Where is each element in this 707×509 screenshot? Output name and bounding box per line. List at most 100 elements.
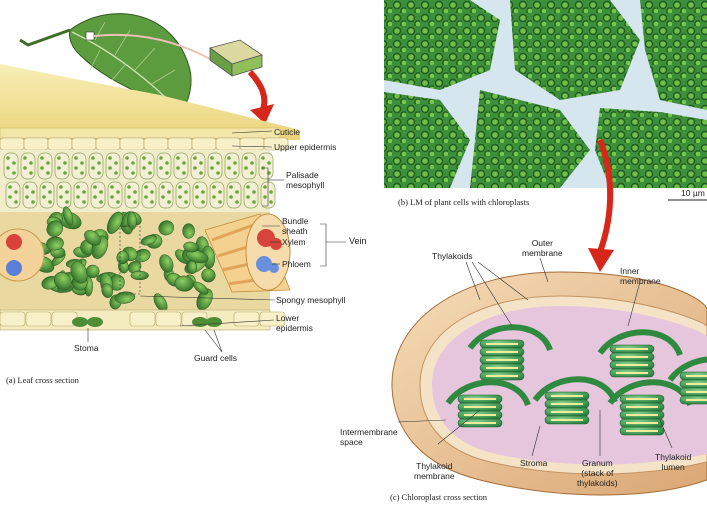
chloroplast-dot bbox=[201, 200, 205, 204]
chloroplast-dot bbox=[23, 166, 27, 170]
chloroplast-dot bbox=[167, 190, 171, 194]
epidermis-cell bbox=[48, 138, 72, 150]
epidermis-cell bbox=[144, 138, 168, 150]
arrow-head-b bbox=[588, 248, 614, 272]
chloroplast-dot bbox=[40, 166, 44, 170]
epidermis-cell bbox=[192, 138, 216, 150]
epidermis-cell bbox=[0, 138, 24, 150]
chloroplast-dot bbox=[80, 171, 84, 175]
epidermis-cell bbox=[168, 138, 192, 150]
epidermis-cell bbox=[24, 138, 48, 150]
chloroplast-dot bbox=[63, 171, 67, 175]
chloroplast-dot bbox=[25, 195, 29, 199]
thylakoid-lumen bbox=[616, 348, 648, 350]
chloroplast-dot bbox=[65, 200, 69, 204]
chloroplast-dot bbox=[176, 166, 180, 170]
chloroplast-dot bbox=[74, 166, 78, 170]
thylakoid-lumen bbox=[464, 398, 496, 400]
chloroplast-dot bbox=[127, 195, 131, 199]
spongy-cell bbox=[182, 223, 194, 238]
chloroplast-dot bbox=[193, 156, 197, 160]
palisade-cell bbox=[191, 153, 205, 179]
label-xylem: Xylem bbox=[282, 237, 306, 247]
chloroplast-dot bbox=[269, 190, 273, 194]
chloroplast-dot bbox=[133, 200, 137, 204]
caption-b: (b) LM of plant cells with chloroplasts bbox=[398, 197, 529, 207]
thylakoid-lumen bbox=[464, 414, 496, 416]
thylakoid-lumen bbox=[686, 375, 707, 377]
palisade-cell bbox=[55, 153, 69, 179]
palisade-cell bbox=[208, 153, 222, 179]
chloroplast-dot bbox=[250, 161, 254, 165]
chloroplast-dot bbox=[8, 185, 12, 189]
palisade-cell bbox=[142, 182, 156, 208]
chloroplast-dot bbox=[74, 156, 78, 160]
chloroplast-dot bbox=[29, 161, 33, 165]
chloroplast-dot bbox=[42, 195, 46, 199]
chloroplast-dot bbox=[48, 200, 52, 204]
label-thylakoid-lumen: Thylakoid lumen bbox=[655, 452, 691, 472]
thylakoid-lumen bbox=[626, 414, 658, 416]
epidermis-cell bbox=[130, 312, 155, 326]
chloroplast-dot bbox=[142, 156, 146, 160]
chloroplast-dot bbox=[150, 190, 154, 194]
chloroplast-dot bbox=[218, 190, 222, 194]
chloroplast-dot bbox=[82, 190, 86, 194]
chloroplast-dot bbox=[216, 161, 220, 165]
epidermis-cell bbox=[234, 312, 259, 326]
palisade-cell bbox=[125, 182, 139, 208]
chloroplast-dot bbox=[252, 190, 256, 194]
chloroplast-dot bbox=[8, 195, 12, 199]
chloroplast-dot bbox=[93, 195, 97, 199]
palisade-cell bbox=[21, 153, 35, 179]
chloroplast-dot bbox=[91, 166, 95, 170]
caption-c: (c) Chloroplast cross section bbox=[390, 492, 487, 502]
chloroplast-dot bbox=[131, 171, 135, 175]
chloroplast-dot bbox=[40, 156, 44, 160]
chloroplast-dot bbox=[108, 156, 112, 160]
chloroplast-dot bbox=[93, 185, 97, 189]
thylakoid-lumen bbox=[686, 391, 707, 393]
chloroplast-dot bbox=[133, 190, 137, 194]
palisade-cell bbox=[259, 153, 273, 179]
thylakoid-lumen bbox=[626, 430, 658, 432]
chloroplast-dot bbox=[201, 190, 205, 194]
chloroplast-dot bbox=[142, 166, 146, 170]
scale-bar-label: 10 µm bbox=[681, 188, 705, 198]
palisade-cell bbox=[38, 153, 52, 179]
chloroplast-dot bbox=[46, 161, 50, 165]
thylakoid-lumen bbox=[626, 422, 658, 424]
label-intermembrane-space: Intermembrane space bbox=[340, 427, 398, 447]
palisade-cell bbox=[225, 153, 239, 179]
palisade-cell bbox=[242, 153, 256, 179]
micrograph bbox=[384, 0, 707, 200]
chloroplast-dot bbox=[6, 156, 10, 160]
chloroplast-dot bbox=[267, 161, 271, 165]
thylakoid-lumen bbox=[616, 364, 648, 366]
palisade-cell bbox=[123, 153, 137, 179]
chloroplast-dot bbox=[63, 161, 67, 165]
thylakoid-lumen bbox=[626, 406, 658, 408]
label-stroma: Stroma bbox=[520, 458, 547, 468]
epidermis-cell bbox=[96, 138, 120, 150]
chloroplast-dot bbox=[195, 195, 199, 199]
label-vein: Vein bbox=[349, 236, 367, 246]
chloroplast-dot bbox=[131, 161, 135, 165]
chloroplast-dot bbox=[227, 156, 231, 160]
chloroplast-dot bbox=[195, 185, 199, 189]
thylakoid-lumen bbox=[486, 367, 518, 369]
palisade-cell bbox=[244, 182, 258, 208]
label-guard-cells: Guard cells bbox=[194, 353, 237, 363]
palisade-cell bbox=[106, 153, 120, 179]
chloroplast-dot bbox=[210, 166, 214, 170]
chloroplast-dot bbox=[148, 161, 152, 165]
chloroplast-dot bbox=[159, 166, 163, 170]
label-lower-epidermis: Lower epidermis bbox=[276, 313, 313, 333]
label-stoma: Stoma bbox=[74, 343, 99, 353]
palisade-cell bbox=[23, 182, 37, 208]
chloroplast-dot bbox=[269, 200, 273, 204]
chloroplast-dot bbox=[110, 195, 114, 199]
chloroplast-dot bbox=[31, 200, 35, 204]
label-phloem: Phloem bbox=[282, 259, 311, 269]
chloroplast-dot bbox=[161, 195, 165, 199]
